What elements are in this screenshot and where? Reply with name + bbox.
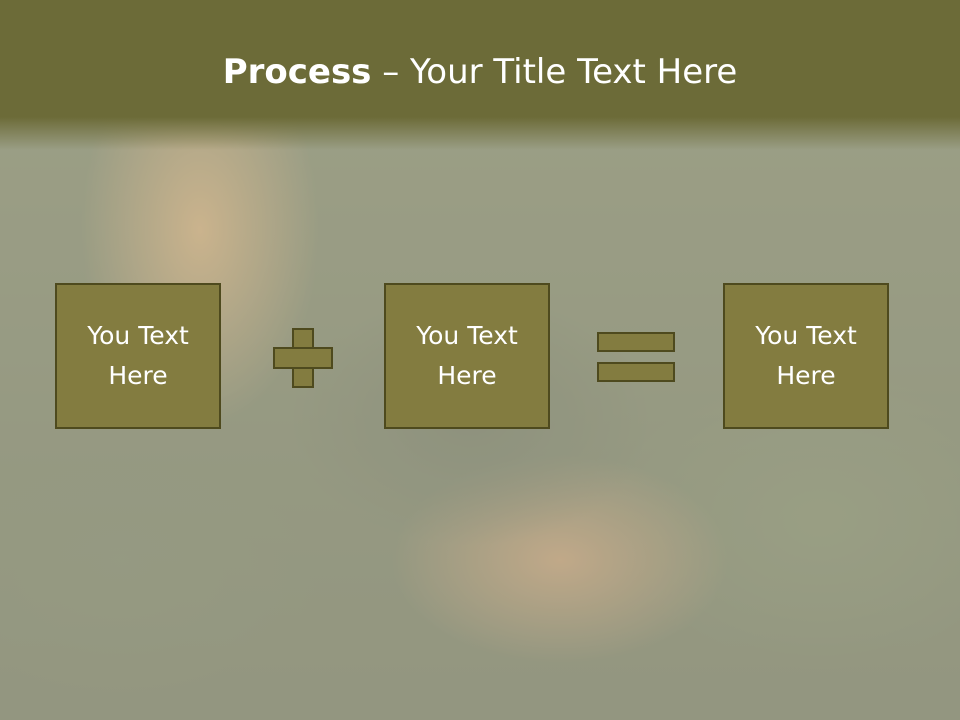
process-box-3-label: You Text Here (755, 321, 857, 390)
process-box-2[interactable]: You Text Here (384, 283, 550, 429)
process-box-1-label: You Text Here (87, 321, 189, 390)
title-rest: – Your Title Text Here (371, 52, 738, 92)
title-bold: Process (222, 52, 372, 92)
process-box-1[interactable]: You Text Here (55, 283, 221, 429)
process-box-2-label: You Text Here (416, 321, 518, 390)
title-band (0, 0, 960, 150)
process-box-3[interactable]: You Text Here (723, 283, 889, 429)
slide-title: Process – Your Title Text Here (0, 52, 960, 92)
